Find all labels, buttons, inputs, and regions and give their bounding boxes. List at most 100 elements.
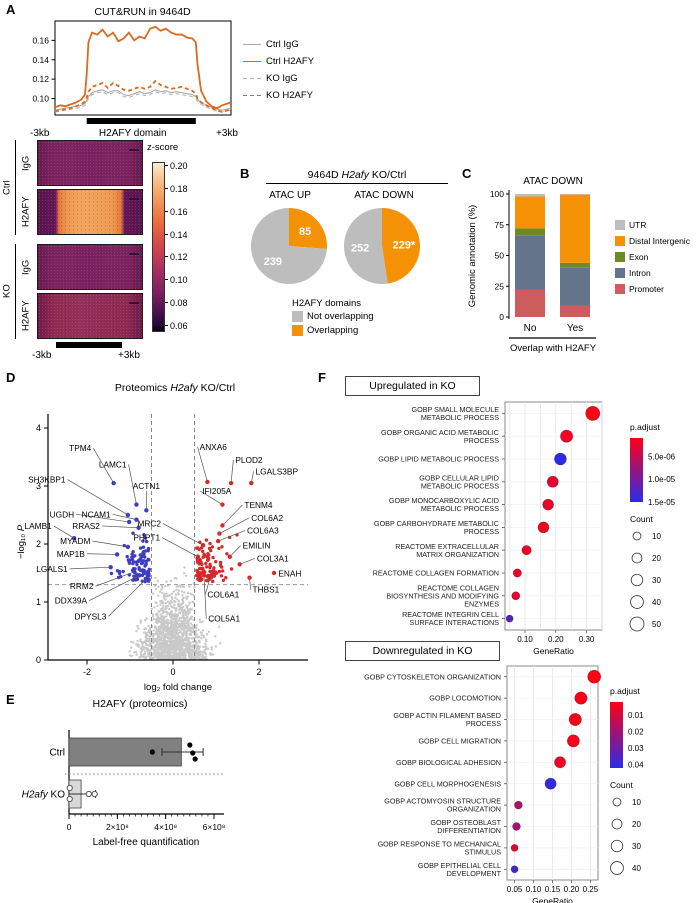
up-point bbox=[206, 552, 210, 556]
leader-line bbox=[69, 566, 111, 570]
bg-point bbox=[189, 632, 192, 635]
down-point bbox=[117, 569, 122, 574]
bg-point bbox=[198, 657, 201, 660]
bg-point bbox=[128, 654, 131, 657]
bg-point bbox=[166, 633, 169, 636]
padjust-tick-label: 0.02 bbox=[628, 728, 644, 737]
up-point bbox=[200, 562, 204, 567]
bg-point bbox=[166, 627, 169, 630]
bg-point bbox=[166, 636, 169, 639]
count-legend-title: Count bbox=[610, 780, 633, 790]
colorbar-tick-label: 0.12 bbox=[170, 252, 188, 263]
bg-point bbox=[146, 634, 150, 637]
leader-line bbox=[230, 459, 234, 484]
bg-point bbox=[176, 632, 179, 635]
gene-label-TENM4: TENM4 bbox=[244, 500, 273, 510]
metaprofile-chart: 0.100.120.140.16 bbox=[32, 20, 232, 124]
panel-b-letter: B bbox=[240, 166, 250, 181]
bg-point bbox=[158, 651, 161, 654]
down-point bbox=[135, 577, 140, 582]
legend-line-sample bbox=[243, 60, 261, 63]
gene-label-NCAM1: NCAM1 bbox=[82, 509, 111, 519]
bg-point bbox=[185, 596, 188, 599]
bg-point bbox=[203, 649, 206, 652]
down-point bbox=[146, 546, 151, 551]
bg-point bbox=[152, 634, 155, 638]
up-point bbox=[224, 576, 228, 580]
gene-label-PHPT1: PHPT1 bbox=[133, 533, 160, 543]
up-point bbox=[198, 571, 202, 575]
gene-label-TPM4: TPM4 bbox=[69, 443, 92, 453]
padjust-tick-label: 1.5e-05 bbox=[648, 498, 676, 507]
count-legend-circle bbox=[631, 552, 643, 564]
gene-point-ANXA6 bbox=[205, 479, 210, 485]
bg-point bbox=[188, 601, 191, 604]
bg-point bbox=[191, 640, 195, 644]
bg-point bbox=[180, 621, 184, 624]
bg-point bbox=[173, 614, 176, 617]
gene-point-TPM4 bbox=[111, 480, 116, 486]
bg-point bbox=[156, 579, 160, 583]
heatmap-noise bbox=[38, 190, 142, 234]
bar-segment-exon bbox=[515, 228, 545, 236]
bg-point bbox=[184, 574, 188, 577]
gene-label-LGALS3BP: LGALS3BP bbox=[256, 466, 299, 476]
down-point bbox=[141, 539, 145, 543]
up-point bbox=[208, 541, 212, 546]
bg-point bbox=[177, 585, 180, 588]
bg-point bbox=[158, 590, 162, 593]
bg-point bbox=[176, 613, 179, 616]
pie-legend-item-not-overlapping: Not overlapping bbox=[292, 309, 374, 323]
legend-label: Ctrl IgG bbox=[266, 39, 299, 50]
heatmap-x-right: +3kb bbox=[118, 350, 140, 361]
bg-point bbox=[149, 656, 153, 660]
bg-point bbox=[161, 618, 164, 621]
legend-swatch-promoter bbox=[615, 284, 625, 294]
term-dot bbox=[542, 498, 554, 511]
bg-point bbox=[165, 650, 168, 653]
colorbar-tick-label: 0.18 bbox=[170, 183, 188, 194]
panel-a-title: CUT&RUN in 9464D bbox=[94, 6, 191, 18]
bg-point bbox=[188, 644, 192, 647]
term-dot bbox=[574, 691, 588, 705]
bg-point bbox=[165, 654, 169, 657]
y-tick-label: 0.12 bbox=[32, 74, 49, 84]
bar-label-ctrl: Ctrl bbox=[49, 748, 65, 759]
leader-line bbox=[92, 448, 114, 484]
bg-point bbox=[176, 598, 179, 601]
term-label: GOBP BIOLOGICAL ADHESION bbox=[396, 758, 501, 767]
down-point bbox=[138, 546, 143, 550]
padjust-gradient bbox=[610, 702, 623, 768]
colorbar bbox=[152, 162, 165, 332]
x-label-right: +3kb bbox=[216, 128, 238, 139]
bg-point bbox=[166, 621, 169, 624]
x-category-label: No bbox=[524, 323, 537, 334]
colorbar-title: z-score bbox=[147, 142, 179, 153]
padjust-tick-label: 0.01 bbox=[628, 711, 644, 720]
bg-point bbox=[184, 631, 188, 635]
bg-point bbox=[175, 652, 179, 655]
bg-point bbox=[134, 650, 138, 654]
bg-point bbox=[200, 633, 203, 637]
heatmap-row-ctrl-h2afy bbox=[37, 189, 143, 235]
up-point bbox=[208, 565, 212, 570]
term-dot bbox=[505, 614, 514, 623]
panel-d-title-pre: Proteomics bbox=[114, 382, 171, 394]
bg-point bbox=[191, 626, 194, 630]
term-label: REACTOME INTEGRIN CELL bbox=[402, 610, 499, 619]
bar-segment-promoter bbox=[560, 305, 590, 317]
bg-point bbox=[183, 655, 186, 658]
gene-point-EMILIN bbox=[227, 554, 232, 559]
y-tick-label: 0 bbox=[499, 312, 504, 322]
bg-point bbox=[182, 614, 185, 618]
row-label-igg: IgG bbox=[20, 155, 32, 171]
bg-point bbox=[139, 647, 142, 650]
bg-point bbox=[163, 622, 166, 626]
gene-point-ACTN1 bbox=[144, 508, 149, 513]
panel-b-title: 9464D H2afy KO/Ctrl bbox=[266, 169, 448, 184]
y-tick-label: 1 bbox=[36, 597, 41, 607]
bg-point bbox=[132, 641, 135, 644]
panel-b-title-pre: 9464D bbox=[307, 169, 342, 181]
bg-point bbox=[156, 618, 159, 621]
